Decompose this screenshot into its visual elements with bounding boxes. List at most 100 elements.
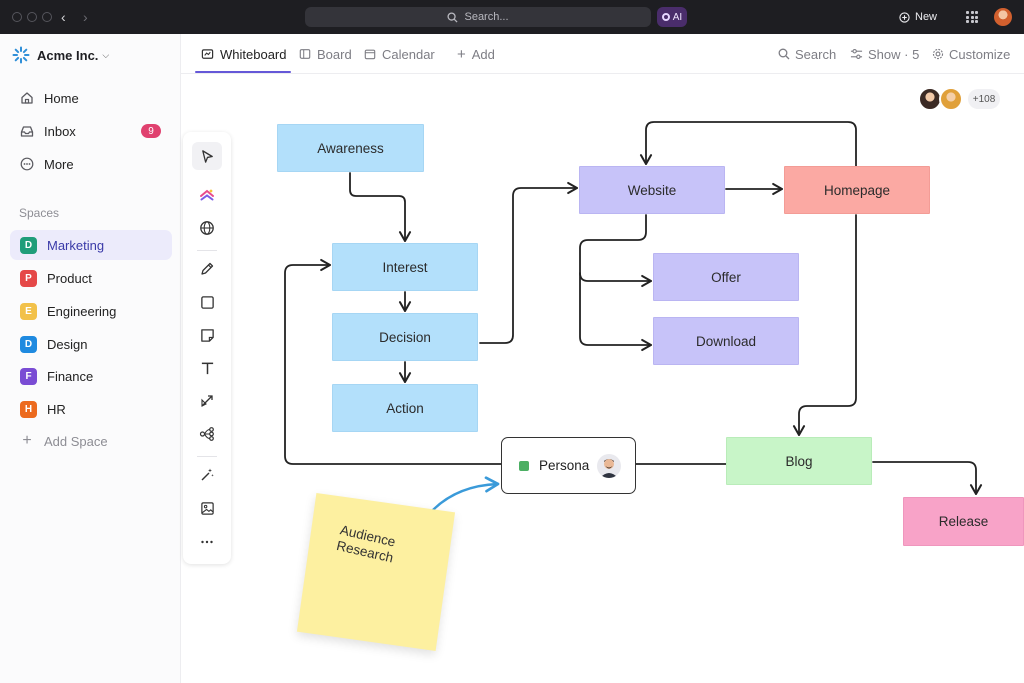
ai-brain-tool[interactable]	[192, 181, 222, 209]
sidebar-item-home[interactable]: Home	[10, 83, 172, 113]
connector-tool[interactable]	[192, 387, 222, 415]
space-item-design[interactable]: D Design	[10, 329, 172, 359]
square-icon	[200, 295, 214, 309]
tab-whiteboard[interactable]: Whiteboard	[201, 34, 286, 74]
customize-button[interactable]: Customize	[932, 34, 1010, 74]
collaborator-count[interactable]: +108	[968, 89, 1000, 109]
global-search-input[interactable]: Search...	[305, 7, 651, 27]
add-space-label: Add Space	[44, 433, 108, 449]
more-tools-button[interactable]	[192, 528, 222, 556]
space-label: Marketing	[47, 237, 105, 253]
sidebar-item-inbox[interactable]: Inbox 9	[10, 116, 172, 146]
tab-board[interactable]: Board	[299, 34, 352, 74]
space-label: Design	[47, 336, 88, 352]
plus-icon: +	[457, 45, 466, 63]
node-decision[interactable]: Decision	[332, 313, 478, 361]
workspace-switcher[interactable]: Acme Inc. ⌵	[12, 46, 109, 64]
text-tool[interactable]	[192, 354, 222, 382]
active-tab-indicator	[195, 71, 291, 73]
node-release[interactable]: Release	[903, 497, 1024, 546]
node-offer[interactable]: Offer	[653, 253, 799, 301]
shape-tool[interactable]	[192, 288, 222, 316]
mind-map-tool[interactable]	[192, 420, 222, 448]
add-space-button[interactable]: + Add Space	[10, 426, 172, 456]
ai-button[interactable]: AI	[657, 7, 687, 27]
space-label: Engineering	[47, 303, 117, 319]
node-persona[interactable]: Persona	[501, 437, 636, 494]
sidebar-item-label: More	[44, 156, 74, 172]
spaces-heading: Spaces	[19, 206, 60, 220]
tab-calendar[interactable]: Calendar	[364, 34, 435, 74]
cursor-icon	[201, 149, 213, 163]
whiteboard-toolbar	[183, 132, 231, 564]
show-button[interactable]: Show · 5	[850, 34, 919, 74]
canvas-search-button[interactable]: Search	[778, 34, 836, 74]
embed-web-tool[interactable]	[192, 214, 222, 242]
new-button[interactable]: New	[899, 8, 937, 26]
select-tool[interactable]	[192, 142, 222, 170]
text-icon	[201, 362, 213, 374]
space-chip: H	[20, 400, 37, 418]
persona-avatar	[597, 454, 621, 478]
space-chip: E	[20, 302, 37, 320]
sticky-note-text: Audience Research	[335, 522, 398, 566]
magic-wand-icon	[201, 468, 214, 481]
apps-grid-icon[interactable]	[966, 11, 978, 23]
sidebar-item-more[interactable]: More	[10, 149, 172, 179]
node-download[interactable]: Download	[653, 317, 799, 365]
space-chip: D	[20, 236, 37, 254]
persona-status-square	[519, 460, 529, 471]
sliders-icon	[850, 48, 863, 60]
space-item-product[interactable]: P Product	[10, 263, 172, 293]
node-website[interactable]: Website	[579, 166, 725, 214]
image-tool[interactable]	[192, 494, 222, 522]
more-icon	[20, 157, 34, 171]
search-placeholder: Search...	[464, 11, 509, 23]
node-awareness[interactable]: Awareness	[277, 124, 424, 172]
node-homepage[interactable]: Homepage	[784, 166, 930, 214]
window-close-button[interactable]	[12, 12, 22, 22]
inbox-icon	[20, 124, 34, 138]
pen-tool[interactable]	[192, 255, 222, 283]
mind-map-icon	[199, 427, 214, 441]
workspace-name: Acme Inc.	[37, 47, 99, 63]
board-icon	[299, 49, 311, 59]
ai-icon	[661, 13, 670, 21]
user-avatar[interactable]	[994, 8, 1012, 26]
connector-icon	[201, 395, 213, 407]
view-tabs: Whiteboard Board Calendar + Add Search S…	[181, 34, 1024, 74]
show-label: Show · 5	[868, 46, 920, 62]
forward-icon[interactable]: ›	[83, 9, 88, 25]
space-item-marketing[interactable]: D Marketing	[10, 230, 172, 260]
tab-label: Calendar	[382, 46, 435, 62]
space-label: HR	[47, 401, 66, 417]
new-label: New	[915, 11, 938, 23]
tab-label: Board	[317, 46, 352, 62]
window-zoom-button[interactable]	[42, 12, 52, 22]
back-icon[interactable]: ‹	[61, 9, 66, 25]
sticky-note-icon	[200, 328, 214, 342]
tab-label: Add	[471, 46, 495, 62]
persona-label: Persona	[539, 458, 590, 473]
space-item-engineering[interactable]: E Engineering	[10, 296, 172, 326]
add-view-button[interactable]: + Add	[457, 34, 495, 74]
space-item-finance[interactable]: F Finance	[10, 361, 172, 391]
workspace-logo-icon	[12, 46, 30, 64]
space-item-hr[interactable]: H HR	[10, 394, 172, 424]
inbox-count-badge: 9	[141, 124, 161, 138]
sticky-note[interactable]: Audience Research	[296, 492, 456, 652]
calendar-icon	[364, 49, 376, 60]
globe-icon	[200, 221, 214, 235]
node-interest[interactable]: Interest	[332, 243, 478, 291]
node-action[interactable]: Action	[332, 384, 478, 432]
node-blog[interactable]: Blog	[726, 437, 872, 485]
magic-tool[interactable]	[192, 461, 222, 489]
space-chip: P	[20, 269, 37, 287]
sticky-note-tool[interactable]	[192, 321, 222, 349]
title-bar: ‹ › Search... AI New	[0, 0, 1024, 34]
search-label: Search	[795, 46, 837, 62]
window-minimize-button[interactable]	[27, 12, 37, 22]
clickup-ai-icon	[200, 189, 214, 201]
collaborator-avatar[interactable]	[939, 87, 963, 111]
whiteboard-icon	[201, 48, 214, 59]
